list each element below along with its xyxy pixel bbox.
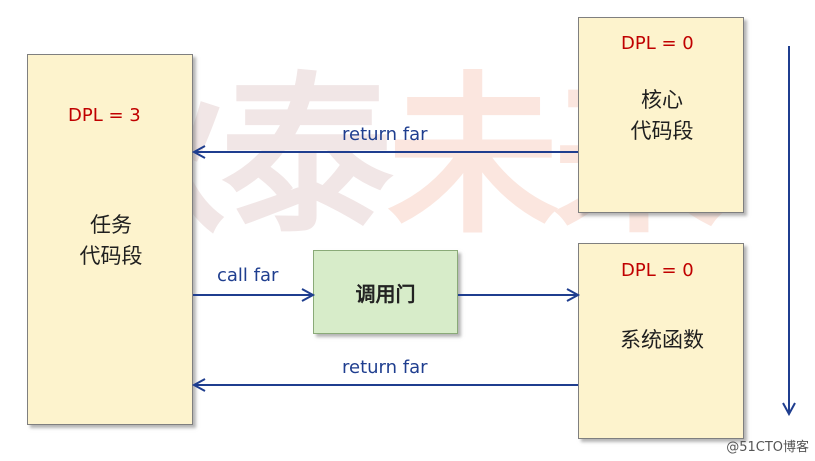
bottom-return-arrowhead	[191, 378, 206, 392]
system-function-box: DPL = 0 系统函数	[578, 243, 744, 439]
top-return-label: return far	[342, 124, 428, 145]
top-return-arrowhead	[191, 145, 206, 159]
system-dpl-label: DPL = 0	[621, 260, 694, 281]
task-code-line1: 任务	[90, 213, 132, 237]
kernel-code-box: DPL = 0 核心 代码段	[578, 17, 744, 213]
gate-to-system-arrowhead	[566, 288, 581, 302]
kernel-code-label: 核心 代码段	[579, 85, 745, 147]
task-code-label: 任务 代码段	[28, 210, 194, 272]
credit-watermark: @51CTO博客	[726, 440, 809, 455]
kernel-dpl-label: DPL = 0	[621, 33, 694, 54]
task-code-line2: 代码段	[79, 244, 143, 268]
system-function-label: 系统函数	[620, 328, 704, 352]
privilege-direction-arrowhead	[782, 402, 796, 417]
call-gate-box: 调用门	[313, 250, 458, 334]
call-arrowhead	[301, 288, 316, 302]
bottom-return-label: return far	[342, 357, 428, 378]
kernel-code-line1: 核心	[641, 88, 683, 112]
kernel-code-line2: 代码段	[630, 119, 694, 143]
task-code-box: DPL = 3 任务 代码段	[27, 54, 193, 425]
task-dpl-label: DPL = 3	[68, 105, 141, 126]
call-far-label: call far	[217, 265, 279, 286]
